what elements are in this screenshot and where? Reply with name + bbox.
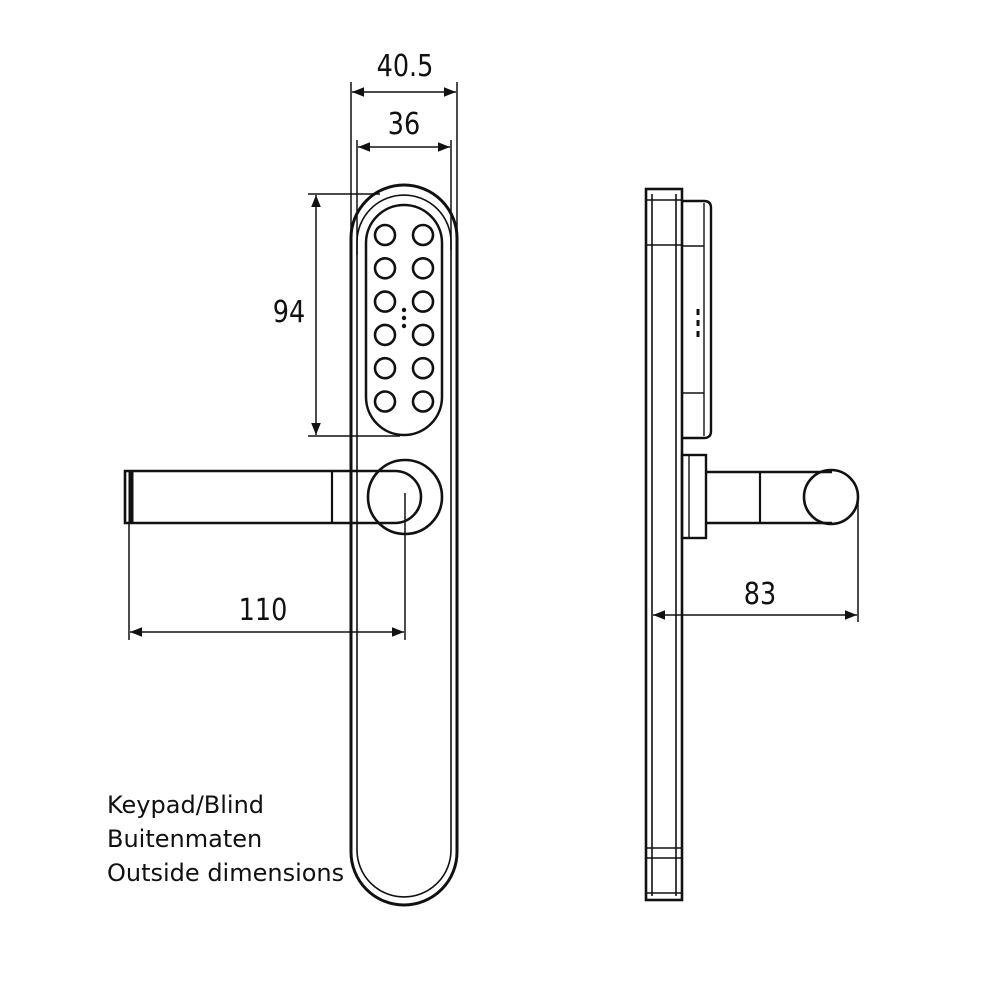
handle-lever bbox=[123, 469, 423, 525]
side-backplate bbox=[644, 187, 684, 902]
keypad-button bbox=[411, 223, 435, 247]
keypad-buttons bbox=[373, 223, 435, 413]
dim-overall-width: 40.5 bbox=[377, 48, 434, 84]
caption-line-2: Buitenmaten bbox=[107, 825, 263, 853]
dim-keypad-width: 36 bbox=[388, 106, 420, 142]
keypad-led bbox=[401, 315, 407, 321]
keypad-button bbox=[373, 390, 397, 413]
keypad-button bbox=[411, 390, 435, 413]
side-handle-base bbox=[680, 453, 708, 540]
drawing-caption: Keypad/Blind Buitenmaten Outside dimensi… bbox=[107, 788, 344, 890]
front-backplate-outline bbox=[349, 183, 459, 907]
front-view bbox=[123, 183, 459, 907]
caption-line-3: Outside dimensions bbox=[107, 859, 345, 887]
side-handle-end bbox=[802, 468, 860, 526]
keypad-button bbox=[373, 290, 397, 313]
side-keypad-module bbox=[682, 199, 713, 440]
keypad-button bbox=[373, 356, 397, 380]
keypad-button bbox=[373, 323, 397, 347]
keypad-button bbox=[411, 356, 435, 380]
keypad-button bbox=[373, 223, 397, 247]
keypad-led bbox=[401, 323, 407, 329]
keypad-led bbox=[401, 307, 407, 313]
side-view bbox=[644, 187, 860, 902]
keypad-housing bbox=[364, 203, 444, 437]
keypad-button bbox=[411, 256, 435, 280]
keypad-button bbox=[373, 256, 397, 280]
keypad-button bbox=[411, 323, 435, 347]
side-dimensions bbox=[653, 497, 859, 622]
front-backplate-inner-outline bbox=[356, 194, 452, 898]
dim-handle-projection: 83 bbox=[744, 576, 776, 612]
dim-handle-length: 110 bbox=[239, 592, 288, 628]
front-dimensions bbox=[128, 82, 458, 640]
caption-line-1: Keypad/Blind bbox=[107, 791, 265, 819]
dim-keypad-height: 94 bbox=[273, 294, 305, 330]
keypad-button bbox=[411, 290, 435, 313]
